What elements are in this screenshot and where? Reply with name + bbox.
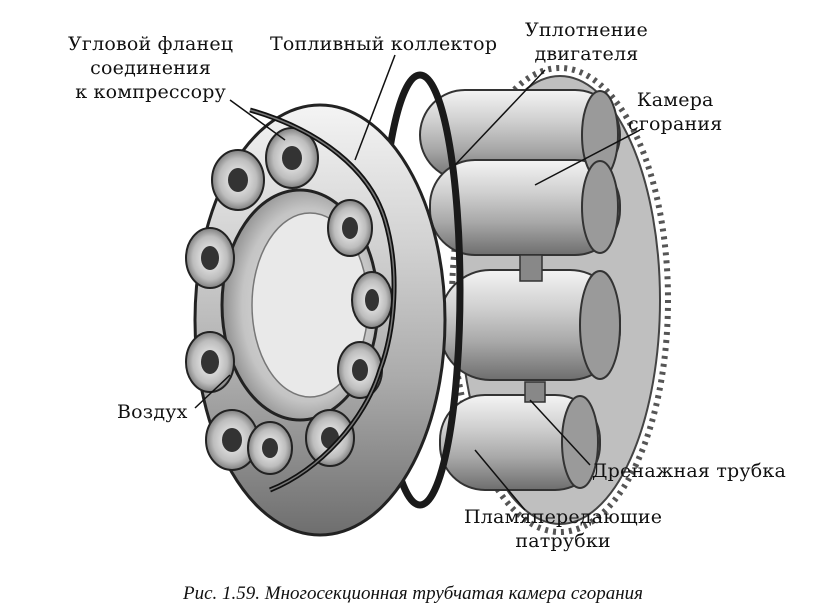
figure-caption: Рис. 1.59. Многосекционная трубчатая кам…: [182, 583, 644, 604]
label-air: Воздух: [117, 401, 188, 423]
label-fuel-manifold: Топливный коллектор: [270, 33, 498, 55]
chamber-cans: [419, 89, 621, 491]
label-flange: Угловой фланец соединения к компрессору: [68, 33, 234, 103]
label-flame-tubes: Пламяпередающие патрубки: [464, 506, 663, 552]
rear-seal-ring: [449, 65, 671, 535]
label-drain-tube: Дренажная трубка: [592, 460, 787, 482]
label-engine-seal: Уплотнение двигателя: [525, 19, 648, 65]
label-combustion-chamber: Камера сгорания: [628, 89, 723, 135]
leader-lines: [194, 54, 641, 511]
